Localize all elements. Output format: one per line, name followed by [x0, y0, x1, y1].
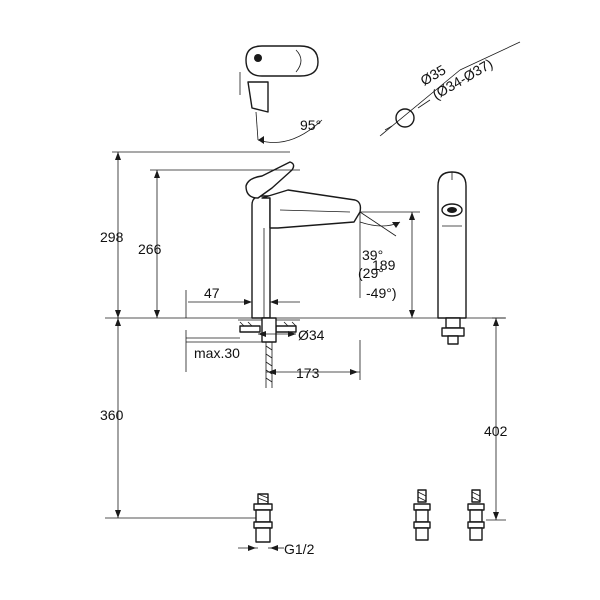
dim-hose-length-right: 402: [484, 423, 508, 439]
dim-spout-height: 266: [138, 241, 162, 257]
dim-402-lines: [486, 318, 506, 521]
connector-left: [238, 493, 284, 551]
dim-mount-diameter: Ø34: [298, 327, 325, 343]
connectors-right: [413, 489, 485, 541]
dim-max-thickness: max.30: [194, 345, 240, 361]
dim-total-height: 298: [100, 229, 124, 245]
dim-spout-angle-range-2: -49°): [366, 285, 397, 301]
dim-connection-thread: G1/2: [284, 541, 315, 557]
diameter-callout: [379, 41, 521, 137]
dim-offset-47: 47: [204, 285, 220, 301]
mounting-assembly: [185, 317, 361, 388]
dim-spout-angle-range-1: (29°: [358, 265, 384, 281]
dim-handle-angle: 95°: [300, 117, 321, 133]
dim-outlet-height: 189: [372, 257, 396, 273]
faucet-side-view: [245, 161, 362, 319]
faucet-front-view: [437, 171, 506, 345]
dim-hose-length-left: 360: [100, 407, 124, 423]
dim-spout-angle: 39°: [362, 247, 383, 263]
dim-projection: 173: [296, 365, 320, 381]
handle-top-view: [239, 45, 323, 144]
dim-outlet-lines: [359, 211, 420, 318]
dim-47-lines: [185, 290, 300, 318]
